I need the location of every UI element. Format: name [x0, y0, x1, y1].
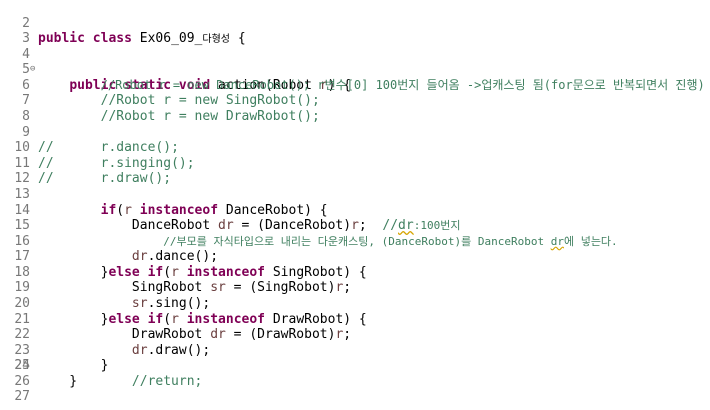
- code-text: // r.dance();: [38, 140, 179, 156]
- code-line: 12: [0, 156, 710, 186]
- code-line: 22 dr.draw();: [0, 312, 710, 358]
- line-number: 17: [14, 249, 30, 265]
- code-line: 14 DanceRobot dr = (DanceRobot)r; //dr:1…: [0, 187, 710, 234]
- code-text: //Robot r = new DrawRobot();: [100, 109, 320, 125]
- code-line: 23 }: [0, 327, 710, 374]
- code-text: }: [38, 373, 78, 389]
- line-number: 25: [14, 358, 30, 374]
- line-number: 24: [14, 358, 30, 374]
- line-number: 16: [14, 233, 30, 249]
- code-text: // r.draw();: [38, 171, 172, 187]
- line-number: 3: [22, 31, 30, 47]
- code-text: //return;: [131, 373, 203, 389]
- code-text: }else if(r instanceof DrawRobot) {: [100, 311, 367, 327]
- code-line: 16 dr.dance();: [0, 218, 710, 265]
- code-text: dr.draw();: [131, 342, 211, 358]
- code-line: 5 //Robot r = new DanceRobot(); r변수[0] 1…: [0, 47, 710, 92]
- code-line: 13 if(r instanceof DanceRobot) {: [0, 171, 710, 218]
- line-number: 6: [22, 77, 30, 93]
- code-line: 20 }else if(r instanceof DrawRobot) {: [0, 280, 710, 327]
- code-line: 4 ⊖ public static void action(Robot r) {: [0, 31, 710, 93]
- code-line: 3: [0, 16, 710, 46]
- code-text: sr.sing();: [131, 295, 211, 311]
- code-text: if(r instanceof DanceRobot) {: [100, 202, 328, 218]
- code-line: 8: [0, 93, 710, 124]
- line-number: 10: [14, 140, 30, 156]
- line-number: 9: [22, 124, 30, 140]
- line-number: 26: [14, 373, 30, 389]
- code-text: public static void action(Robot r) {: [69, 77, 352, 93]
- code-line: 21 DrawRobot dr = (DrawRobot)r;: [0, 296, 710, 343]
- line-number: 18: [14, 264, 30, 280]
- line-number: 2: [22, 15, 30, 31]
- line-number: 23: [14, 342, 30, 358]
- code-line: 27: [0, 389, 710, 405]
- code-text: //Robot r = new SingRobot();: [100, 93, 320, 109]
- code-line: 19 sr.sing();: [0, 265, 710, 311]
- code-line: 7 //Robot r = new DrawRobot();: [0, 78, 710, 124]
- line-number: 11: [14, 155, 30, 171]
- code-text: }else if(r instanceof SingRobot) {: [100, 264, 367, 280]
- fold-collapse-icon[interactable]: ⊖: [30, 64, 36, 75]
- code-line: 2 public class Ex06_09_다형성 {: [0, 0, 710, 47]
- line-number: 27: [14, 389, 30, 405]
- code-line: 25: [0, 358, 710, 374]
- line-number: 8: [22, 109, 30, 125]
- line-number: 20: [14, 295, 30, 311]
- code-line: 6 //Robot r = new SingRobot();: [0, 62, 710, 109]
- code-line: 11 // r.draw();: [0, 140, 710, 187]
- line-number: 4: [22, 46, 30, 62]
- line-number: 5: [22, 62, 30, 78]
- line-number: 15: [14, 218, 30, 234]
- code-text: dr.dance();: [131, 249, 219, 265]
- code-text: //Robot r = new DanceRobot(); r변수[0] 100…: [100, 77, 705, 92]
- code-line: 26 }: [0, 374, 710, 390]
- code-line: 15 //부모를 자식타입으로 내리는 다운캐스팅, (DanceRobot)를…: [0, 203, 710, 248]
- code-text: }: [100, 358, 109, 374]
- code-line: 24 //return;: [0, 343, 710, 389]
- code-text: DrawRobot dr = (DrawRobot)r;: [131, 327, 352, 343]
- line-number: 14: [14, 202, 30, 218]
- line-number: 7: [22, 93, 30, 109]
- code-line: 17 }else if(r instanceof SingRobot) {: [0, 234, 710, 280]
- code-text: SingRobot sr = (SingRobot)r;: [131, 280, 352, 296]
- code-line: 10 // r.singing();: [0, 125, 710, 171]
- line-number: 12: [14, 171, 30, 187]
- line-number: 22: [14, 327, 30, 343]
- line-number: 13: [14, 186, 30, 202]
- code-text: // r.singing();: [38, 155, 195, 171]
- code-text: DanceRobot dr = (DanceRobot)r; //dr:100번…: [131, 218, 461, 234]
- line-number: 21: [14, 311, 30, 327]
- code-text: public class Ex06_09_다형성 {: [38, 31, 246, 47]
- code-line: 18 SingRobot sr = (SingRobot)r;: [0, 249, 710, 296]
- line-number: 19: [14, 280, 30, 296]
- code-line: 9 // r.dance();: [0, 109, 710, 156]
- code-text: //부모를 자식타입으로 내리는 다운캐스팅, (DanceRobot)를 Da…: [163, 234, 618, 248]
